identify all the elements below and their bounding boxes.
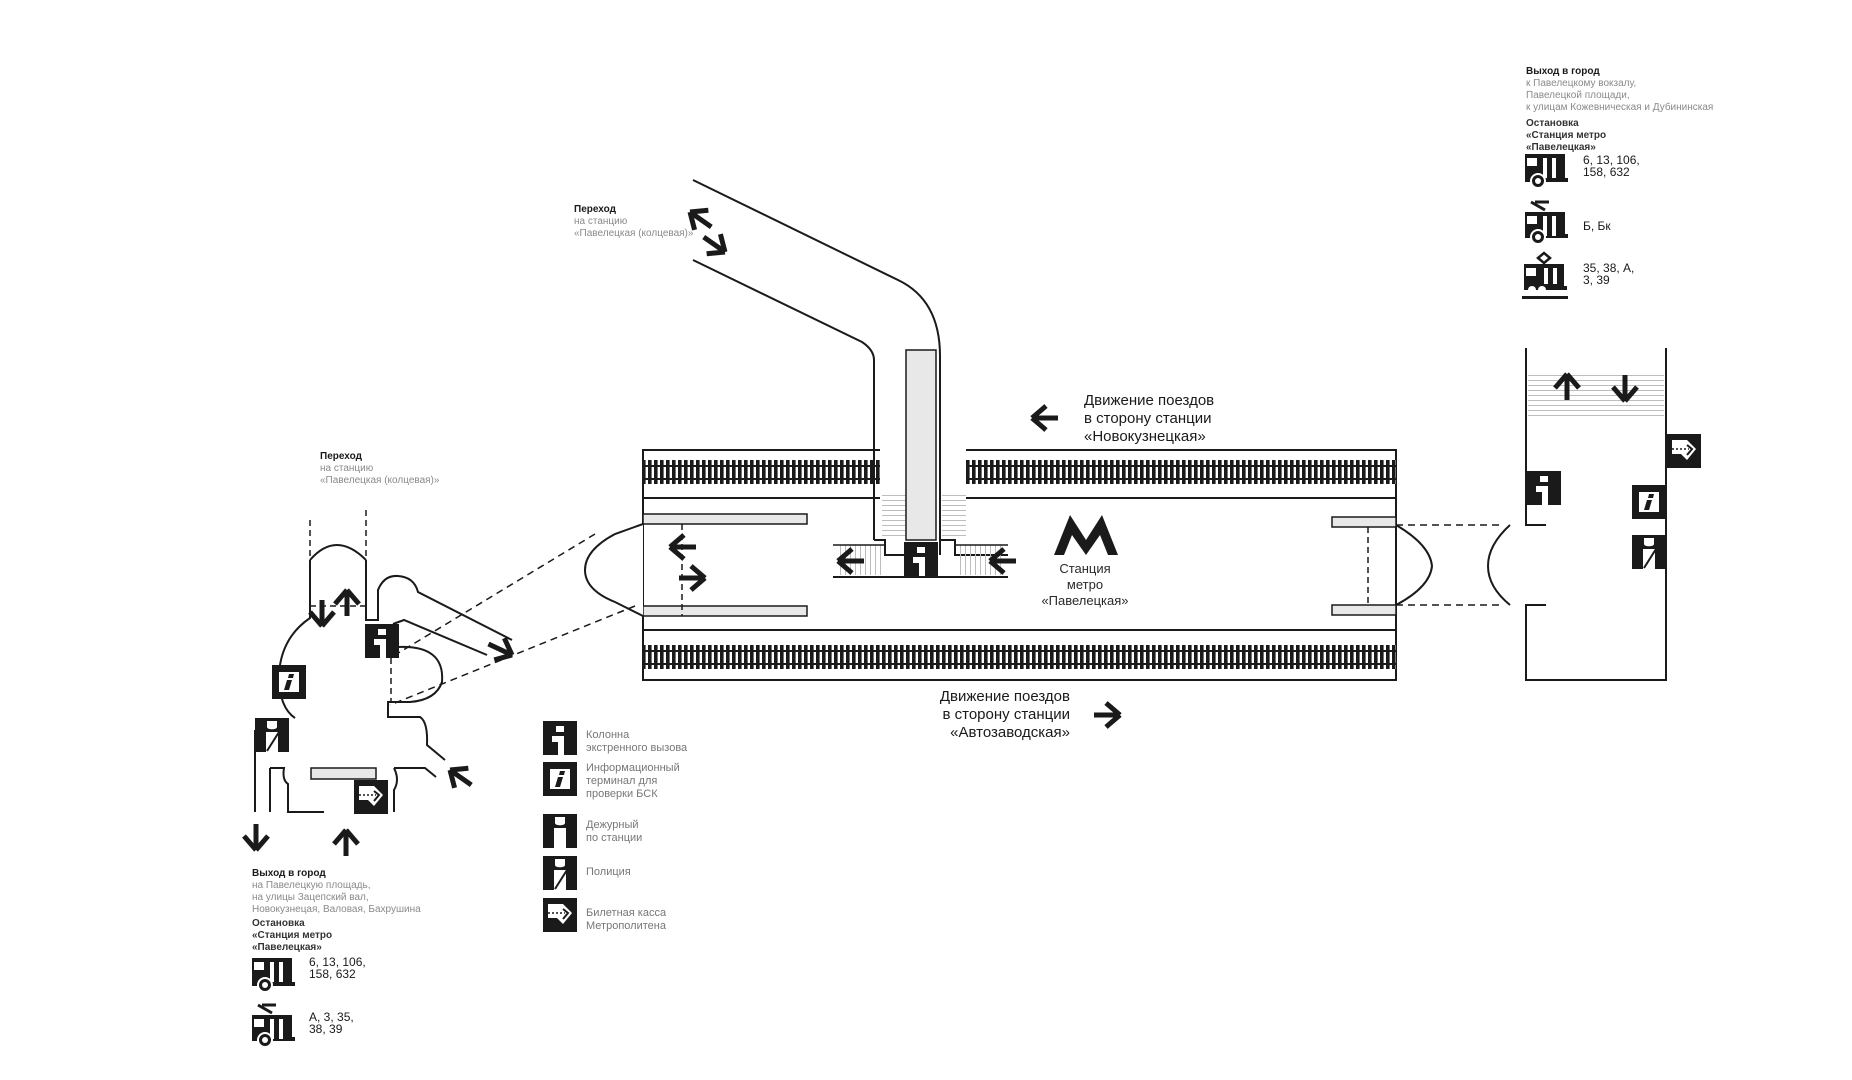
arrow-up-icon — [335, 590, 359, 616]
metro-logo-icon — [1054, 515, 1118, 555]
exit-west-label: Выход в город на Павелецкую площадь, на … — [252, 868, 421, 915]
bench-se — [1331, 604, 1397, 616]
info-terminal-icon — [543, 762, 577, 796]
west-end — [389, 523, 705, 706]
emergency-call-icon — [365, 624, 399, 658]
police-icon — [254, 717, 290, 753]
police-icon — [542, 855, 578, 891]
east-end — [1367, 524, 1503, 606]
ticket-office-icon — [353, 779, 389, 815]
arrow-up-icon — [334, 830, 358, 856]
transfer-corridor — [683, 179, 1016, 578]
ticket-office-icon — [1666, 433, 1702, 469]
direction-north-label: Движение поездов в сторону станции «Ново… — [1084, 392, 1215, 445]
east-vestibule — [1486, 348, 1702, 681]
trolleybus-icon — [250, 1003, 297, 1049]
arrow-down-icon — [310, 600, 334, 626]
info-terminal-icon — [272, 665, 306, 699]
bench-nw — [642, 513, 808, 525]
trolleybus-routes-east: Б, Бк — [1583, 219, 1611, 233]
stop-east-label: Остановка «Станция метро «Павелецкая» — [1526, 118, 1607, 153]
bench-ne — [1331, 516, 1397, 528]
bench-sw — [642, 605, 808, 617]
legend-info-terminal: Информационный терминал для проверки БСК — [586, 762, 680, 800]
transfer-label-top: Переход на станцию «Павелецкая (колцевая… — [574, 204, 694, 239]
trolleybus-icon — [1523, 200, 1570, 246]
main-hall — [642, 449, 1397, 681]
tram-routes-east: 35, 38, А, 3, 39 — [1583, 261, 1635, 287]
bus-routes-west: 6, 13, 106, 158, 632 — [309, 955, 366, 981]
tram-icon — [1520, 251, 1570, 301]
track-south — [643, 629, 1396, 669]
arrow-right-icon — [1094, 703, 1120, 727]
emergency-call-icon — [1527, 471, 1561, 505]
emergency-call-icon — [543, 721, 577, 755]
station-attendant-icon — [543, 814, 577, 848]
legend-emergency-call: Колонна экстренного вызова — [586, 729, 688, 754]
bus-routes-east: 6, 13, 106, 158, 632 — [1583, 153, 1640, 179]
info-terminal-icon — [1632, 485, 1666, 519]
stop-west-label: Остановка «Станция метро «Павелецкая» — [252, 918, 333, 953]
arrow-left-icon — [1032, 406, 1058, 430]
exit-east-label: Выход в город к Павелецкому вокзалу, Пав… — [1526, 66, 1714, 113]
arrow-upleft-icon — [443, 760, 478, 795]
legend-police: Полиция — [586, 866, 631, 878]
bus-icon — [1524, 153, 1569, 189]
station-name-label: Станция метро «Павелецкая» — [1041, 561, 1129, 608]
west-vestibule — [254, 510, 513, 813]
direction-south-label: Движение поездов в сторону станции «Авто… — [939, 688, 1070, 741]
ticket-office-icon — [542, 897, 578, 933]
trolleybus-routes-west: А, 3, 35, 38, 39 — [309, 1010, 354, 1036]
police-icon — [1631, 534, 1667, 570]
bus-icon — [251, 957, 296, 993]
transfer-label-left: Переход на станцию «Павелецкая (колцевая… — [320, 451, 440, 486]
arrow-downright-icon — [697, 227, 732, 262]
track-north — [643, 460, 1396, 499]
legend-ticket-office: Билетная касса Метрополитена — [586, 907, 667, 932]
legend-station-attendant: Дежурный по станции — [586, 819, 643, 844]
escalator-divider — [905, 349, 937, 541]
arrow-down-icon — [244, 824, 268, 850]
emergency-call-icon — [904, 542, 938, 576]
